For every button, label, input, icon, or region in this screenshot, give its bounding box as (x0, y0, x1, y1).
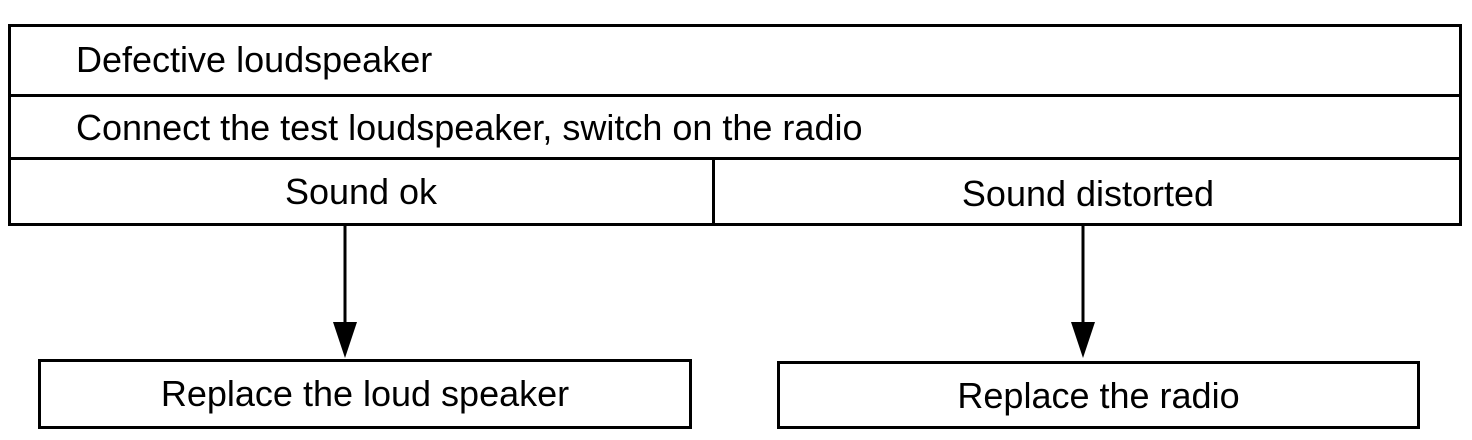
row-divider-2 (8, 157, 1462, 160)
action-box-right (777, 361, 1420, 429)
column-divider (712, 157, 715, 226)
action-box-left (38, 359, 692, 429)
fault-title: Defective loudspeaker (76, 39, 433, 80)
row-divider-1 (8, 94, 1462, 97)
condition-left: Sound ok (284, 171, 438, 212)
action-right: Replace the radio (957, 375, 1240, 416)
diagnostic-table (8, 24, 1462, 226)
condition-right: Sound distorted (961, 173, 1215, 214)
action-left: Replace the loud speaker (160, 373, 570, 414)
arrow-left (333, 226, 357, 358)
arrow-right (1071, 226, 1095, 358)
test-instruction: Connect the test loudspeaker, switch on … (76, 107, 863, 148)
